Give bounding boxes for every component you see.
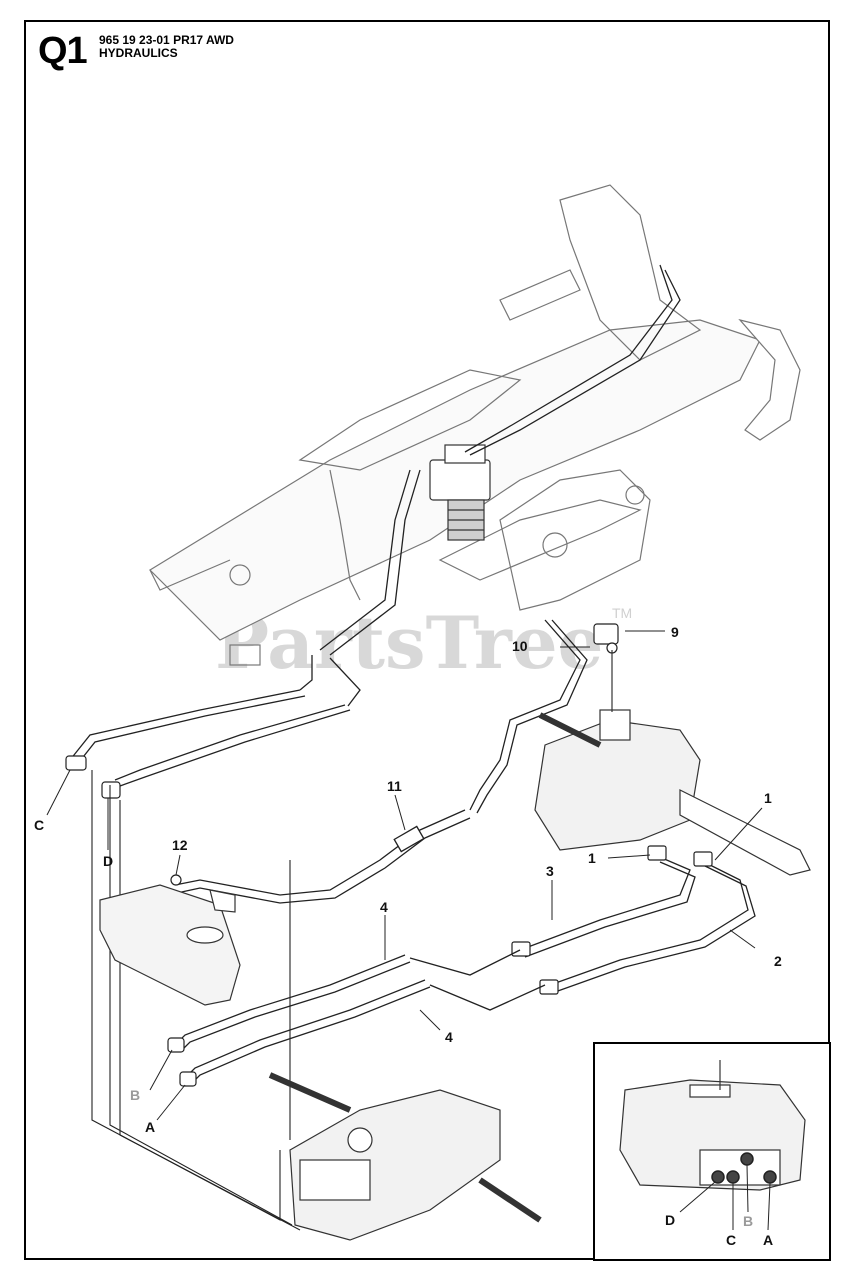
inset-box: D C B A: [593, 1042, 831, 1261]
watermark-tm: TM: [612, 605, 632, 621]
diagram-title: HYDRAULICS: [99, 46, 178, 60]
callout-1-right: 1: [764, 790, 772, 806]
front-transmission: [534, 650, 811, 876]
hoses-2-3: [519, 854, 756, 993]
hose-11: [174, 809, 471, 904]
fittings-a-b: [167, 1037, 197, 1087]
callout-port-b: B: [130, 1087, 140, 1103]
inset-leaders: [679, 1164, 771, 1231]
fitting-9: [593, 623, 619, 654]
inset-label-b: B: [743, 1213, 753, 1229]
rear-transmission: [268, 1072, 542, 1241]
diagram-frame: [24, 20, 830, 1260]
inset-transmission: [619, 1060, 806, 1191]
tube-10: [469, 619, 588, 814]
fittings-c-d: [65, 755, 121, 799]
callout-1-left: 1: [588, 850, 596, 866]
callout-10: 10: [512, 638, 528, 654]
fitting-12: [170, 874, 182, 886]
inset-label-a: A: [763, 1232, 773, 1248]
hose-fittings: [511, 845, 713, 995]
callout-3: 3: [546, 863, 554, 879]
callout-4-top: 4: [380, 899, 388, 915]
inset-label-d: D: [665, 1212, 675, 1228]
callout-port-d: D: [103, 853, 113, 869]
inset-ports: [711, 1152, 777, 1184]
control-valve: [429, 444, 491, 541]
leader-lines: [46, 630, 763, 1121]
inset-label-c: C: [726, 1232, 736, 1248]
valve-lines: [319, 264, 681, 656]
model-line: 965 19 23-01 PR17 AWD: [99, 33, 234, 47]
callout-2: 2: [774, 953, 782, 969]
callout-4-bottom: 4: [445, 1029, 453, 1045]
reservoir-tank: [99, 884, 241, 1006]
callout-11: 11: [387, 778, 402, 794]
callout-port-a: A: [145, 1119, 155, 1135]
watermark-text: PartsTree: [215, 600, 603, 685]
chassis-frame: [149, 184, 801, 666]
callout-9: 9: [671, 624, 679, 640]
hose-lines: [69, 655, 361, 787]
callout-12: 12: [172, 837, 188, 853]
section-code: Q1: [38, 30, 88, 72]
callout-port-c: C: [34, 817, 44, 833]
